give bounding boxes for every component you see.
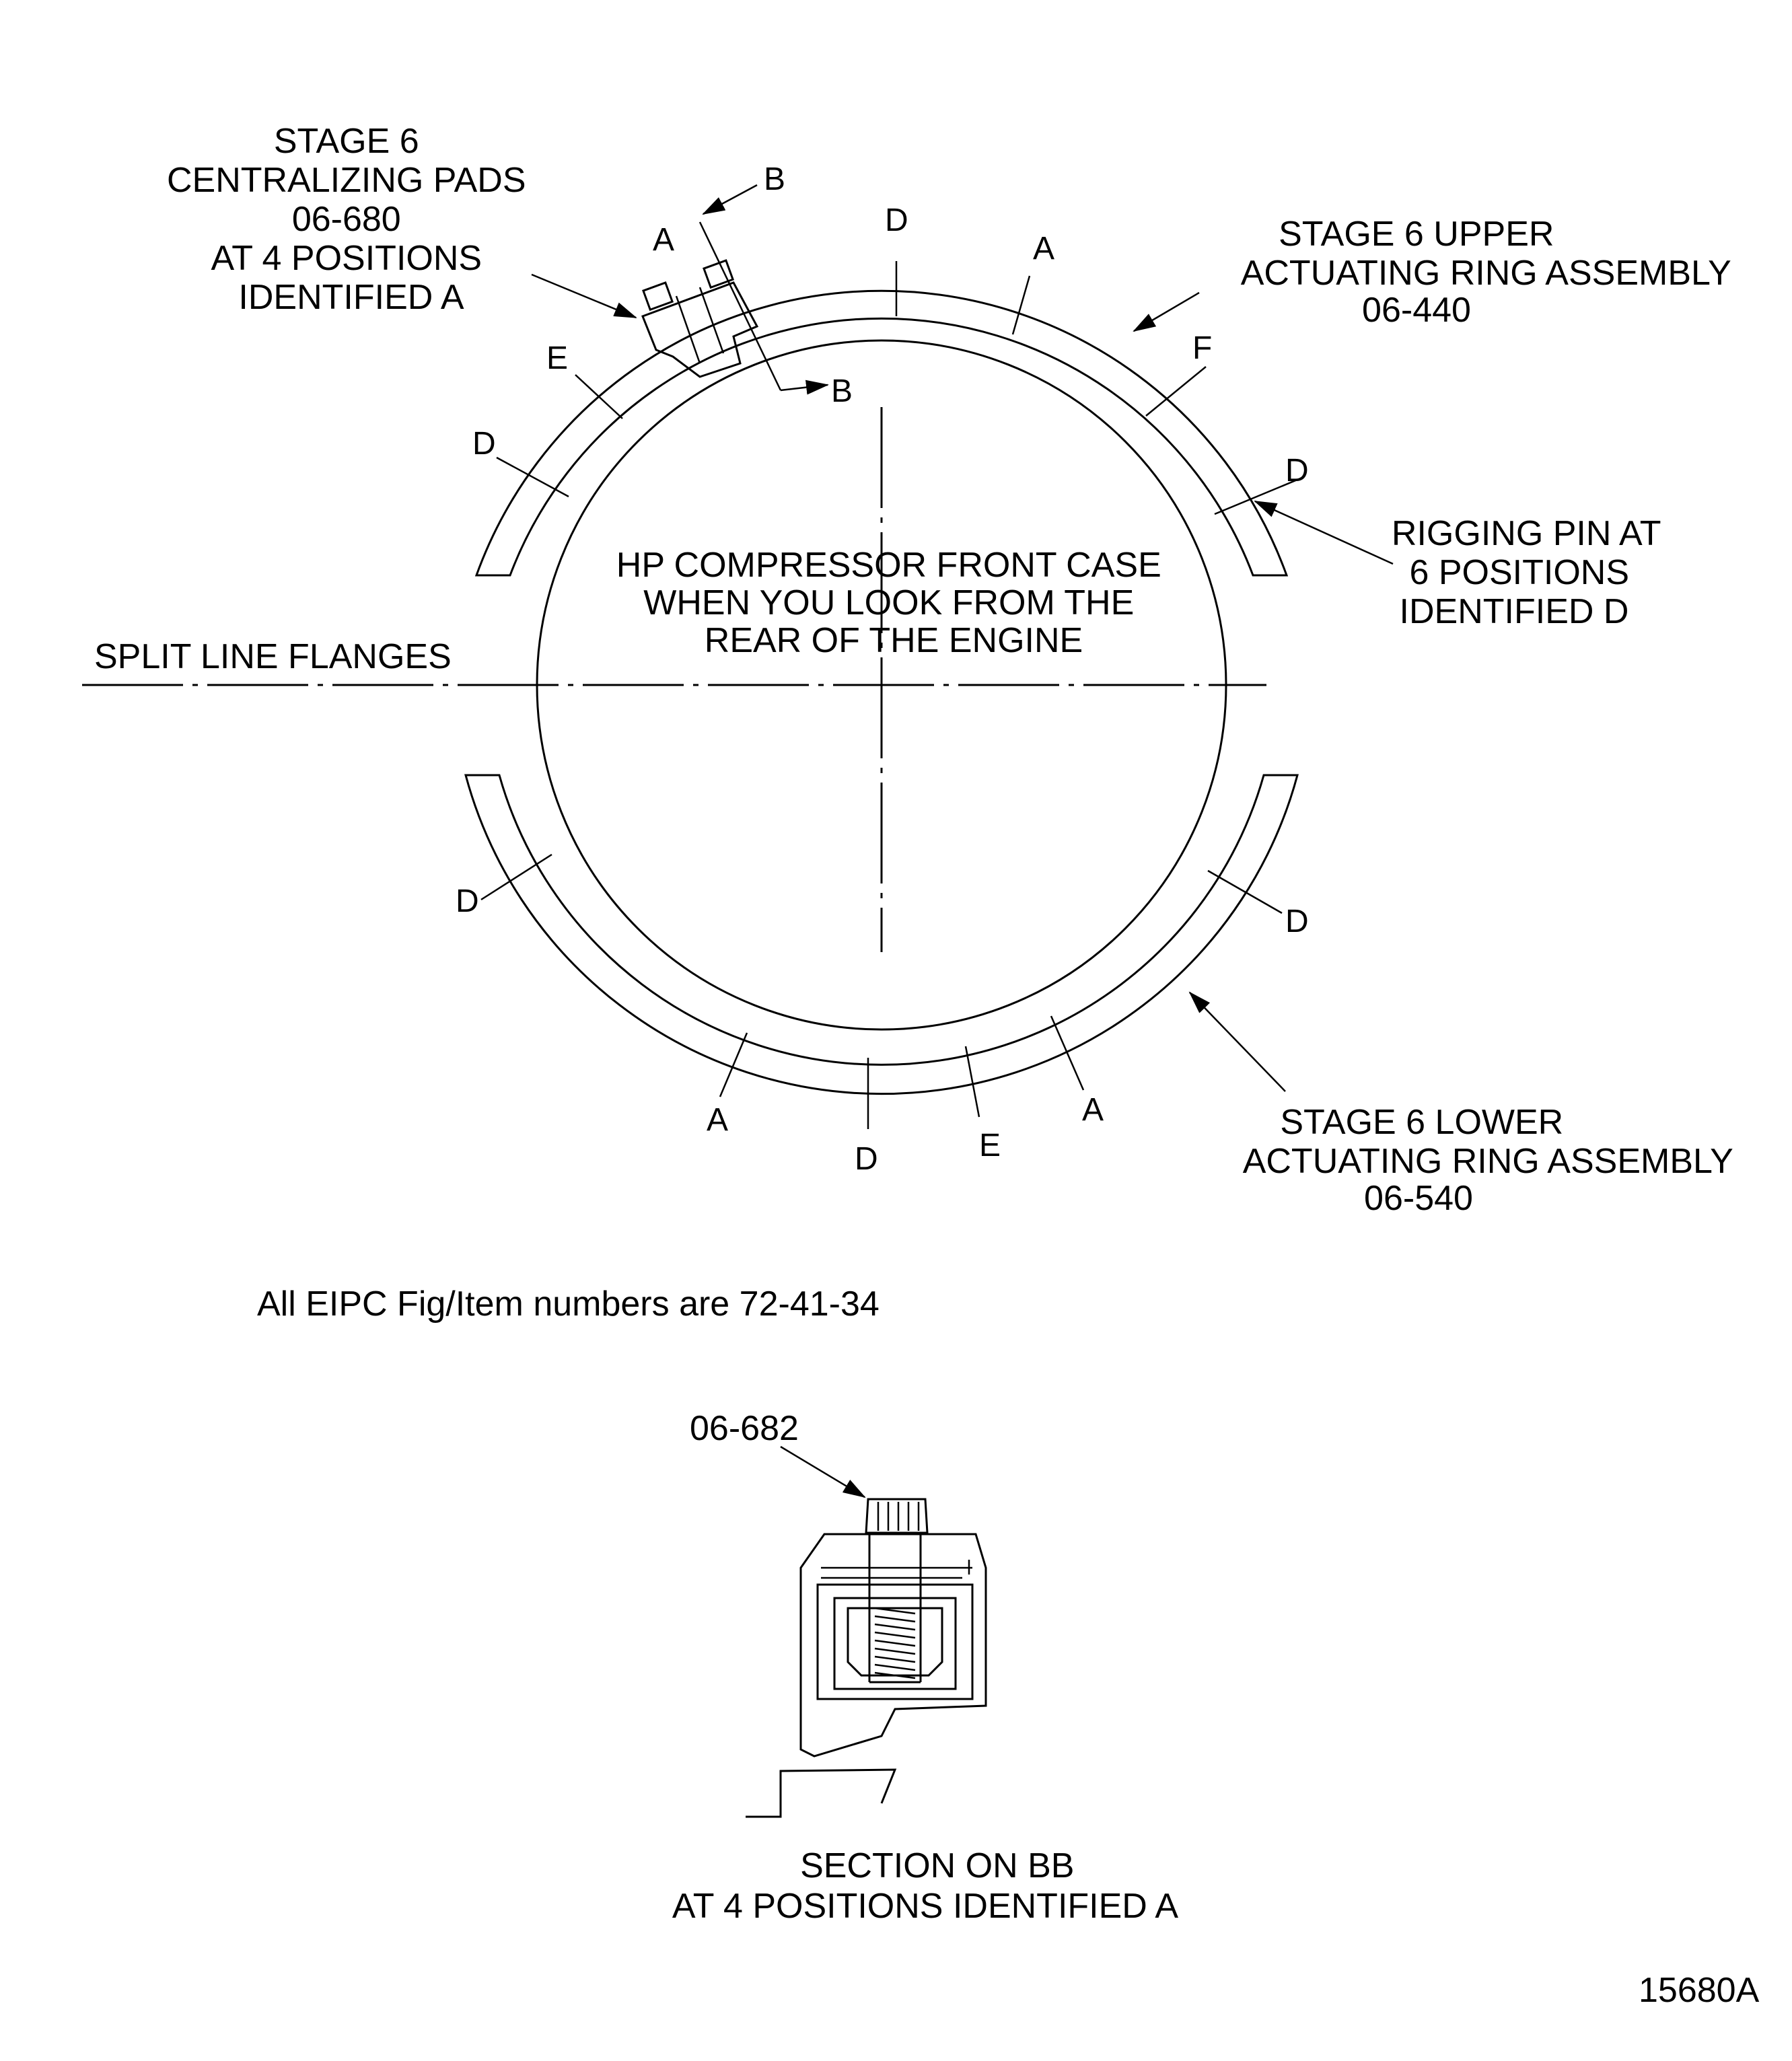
centralizing-pad [641, 259, 759, 378]
upper-ring-leader-arrow [1133, 291, 1200, 332]
tick-upper-d-left [496, 456, 569, 498]
front-case-view: STAGE 6 CENTRALIZING PADS 06-680 AT 4 PO… [82, 122, 1743, 1218]
marker-lower-d-right: D [1285, 904, 1309, 939]
bolt-threads [874, 1607, 916, 1679]
rigging-pin-label: RIGGING PIN AT 6 POSITIONS IDENTIFIED D [1392, 514, 1670, 631]
marker-upper-d-right: D [1285, 453, 1309, 489]
tick-upper-e [575, 374, 623, 419]
marker-upper-a: A [1033, 231, 1054, 266]
lower-ring-leader-arrow [1188, 991, 1286, 1092]
bolt-ref-label: 06-682 [690, 1409, 799, 1448]
tick-upper-d-right [1214, 476, 1303, 515]
marker-lower-a-right: A [1082, 1092, 1104, 1128]
tick-lower-e [964, 1046, 980, 1118]
pads-title: STAGE 6 CENTRALIZING PADS 06-680 AT 4 PO… [167, 122, 536, 317]
lower-actuating-ring [464, 774, 1299, 1095]
front-case-label: HP COMPRESSOR FRONT CASE WHEN YOU LOOK F… [616, 546, 1171, 660]
flange-profile [746, 1768, 897, 1818]
figure-id: 15680A [1639, 1971, 1760, 2010]
section-cut-line [698, 221, 782, 391]
tick-lower-a-left [719, 1032, 748, 1097]
bolt-leader-arrow [780, 1445, 866, 1498]
pads-leader-arrow [531, 273, 637, 319]
marker-upper-d-left: D [472, 426, 496, 462]
b-top-arrow [702, 184, 758, 215]
marker-b-bottom: B [831, 373, 853, 409]
tick-upper-f [1145, 366, 1207, 417]
inner-channel-inner [847, 1607, 943, 1677]
eipc-note: All EIPC Fig/Item numbers are 72-41-34 [257, 1285, 880, 1324]
inner-channel-mid [833, 1597, 957, 1690]
marker-lower-d-left: D [456, 883, 479, 919]
inner-channel-outer [816, 1583, 974, 1700]
pad-housing [799, 1533, 987, 1758]
marker-upper-e: E [546, 340, 568, 376]
marker-a-pad: A [653, 222, 674, 258]
tick-lower-d-left [480, 853, 552, 901]
section-title: SECTION ON BB AT 4 POSITIONS IDENTIFIED … [672, 1846, 1179, 1926]
rigging-pin-leader-arrow [1254, 500, 1394, 565]
marker-upper-d-top: D [885, 203, 908, 238]
tick-lower-a-right [1050, 1015, 1085, 1091]
upper-actuating-ring [474, 289, 1289, 577]
marker-lower-d-bottom: D [855, 1141, 878, 1177]
marker-b-top: B [764, 161, 785, 197]
section-bb-detail: 06-682 [672, 1409, 1179, 1926]
upper-ring-label: STAGE 6 UPPER ACTUATING RING ASSEMBLY 06… [1241, 215, 1741, 330]
split-line-label: SPLIT LINE FLANGES [94, 637, 452, 676]
tick-lower-d-right [1207, 869, 1283, 914]
marker-lower-e: E [979, 1128, 1001, 1163]
lower-ring-label: STAGE 6 LOWER ACTUATING RING ASSEMBLY 06… [1243, 1103, 1743, 1218]
bolt-head [865, 1498, 929, 1534]
b-bottom-arrow [780, 379, 829, 395]
tick-upper-a [1011, 275, 1031, 335]
marker-upper-f: F [1192, 330, 1212, 366]
marker-lower-a-left: A [707, 1102, 728, 1138]
